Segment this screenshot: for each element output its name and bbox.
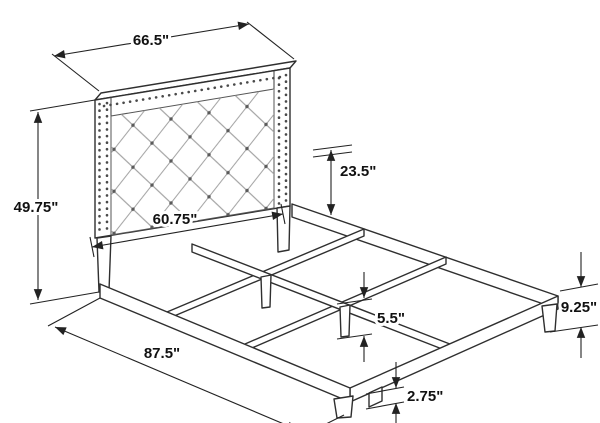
dim-overall-length: 87.5" [47,297,345,423]
dim-label-headboard-panel-height: 23.5" [340,163,376,180]
dim-label-side-rail-height: 9.25" [561,299,597,316]
side-rail-near [99,283,351,403]
center-rail [191,243,456,355]
headboard-leg-right [276,205,291,253]
dim-side-rail-height: 9.25" [549,252,600,358]
foot-leg-far [541,303,558,333]
headboard [94,60,297,293]
side-rail-far [291,203,559,310]
bed-frame [94,60,559,419]
dim-label-headboard-height: 49.75" [14,199,59,216]
tufted-panel-lattice [111,89,274,235]
dim-headboard-panel-height: 23.5" [312,144,379,215]
dim-label-foot-support-height: 2.75" [407,388,443,405]
dim-center-leg-height: 5.5" [336,272,408,362]
dim-label-overall-length: 87.5" [144,345,180,362]
dim-headboard-width: 66.5" [51,21,295,92]
dim-label-inner-slat-width: 60.75" [153,211,198,228]
dim-inner-slat-width: 60.75" [89,203,286,258]
center-support-leg-2 [339,304,351,338]
nailhead-trim [98,73,288,235]
dim-label-center-leg-height: 5.5" [377,310,405,327]
dim-label-headboard-width: 66.5" [133,32,169,49]
dimensions: 66.5" 49.75" 23.5" 60.75" 87 [11,21,600,423]
dim-headboard-height: 49.75" [11,99,100,305]
foot-leg-near [333,395,354,419]
center-support-leg-1 [260,274,272,309]
dim-foot-support-height: 2.75" [365,362,446,423]
